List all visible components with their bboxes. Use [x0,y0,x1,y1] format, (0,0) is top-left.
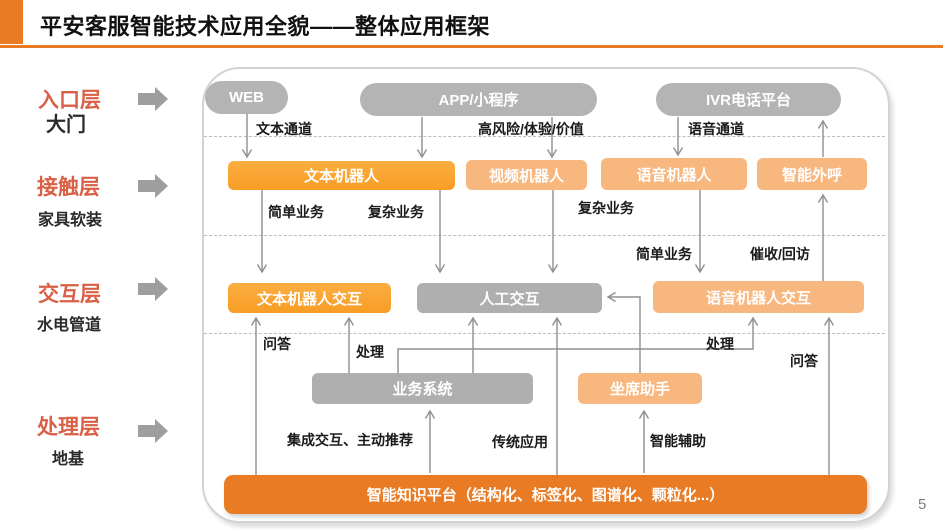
layer-subtitle-processing: 地基 [52,451,85,468]
node-voice-bot-interaction: 语音机器人交互 [653,281,864,313]
edge-label-simple-business: 简单业务 [636,246,692,262]
edge-label-handle: 处理 [706,336,734,352]
edge-label-high-risk: 高风险/体验/价值 [478,121,584,137]
node-voice-bot: 语音机器人 [601,158,747,190]
page-title: 平安客服智能技术应用全貌——整体应用框架 [40,14,491,39]
node-video-bot: 视频机器人 [466,160,587,190]
node-business-system: 业务系统 [312,373,533,404]
edge-label-simple-business: 简单业务 [268,204,324,220]
layer-divider [204,235,885,236]
layer-arrow-icon [138,277,168,301]
node-agent-assistant: 坐席助手 [578,373,702,404]
edge-label-qa: 问答 [790,353,818,369]
node-web: WEB [205,81,288,114]
title-underline [0,45,943,48]
layer-title-processing: 处理层 [37,416,100,439]
edge-label-complex-business: 复杂业务 [578,200,634,216]
edge-label-complex-business: 复杂业务 [368,204,424,220]
edge-label-qa: 问答 [263,336,291,352]
layer-subtitle-interaction: 水电管道 [37,317,102,334]
layer-title-contact: 接触层 [37,176,100,199]
layer-subtitle-entry: 大门 [46,114,86,136]
layer-divider [204,136,885,137]
layer-title-interaction: 交互层 [38,283,101,306]
edge-label-handle: 处理 [356,344,384,360]
node-ivr-platform: IVR电话平台 [656,83,841,116]
node-manual-interaction: 人工交互 [417,283,602,313]
node-app-miniprogram: APP/小程序 [360,83,597,116]
edge-label-collection-callback: 催收/回访 [750,246,810,262]
edge-label-text-channel: 文本通道 [256,121,312,137]
edge-label-voice-channel: 语音通道 [688,121,744,137]
node-text-bot: 文本机器人 [228,161,455,190]
layer-divider [204,333,885,334]
layer-title-entry: 入口层 [38,89,101,112]
layer-arrow-icon [138,419,168,443]
node-outbound-call: 智能外呼 [757,158,867,190]
node-knowledge-platform: 智能知识平台（结构化、标签化、图谱化、颗粒化...） [224,475,867,514]
layer-subtitle-contact: 家具软装 [38,212,103,229]
layer-arrow-icon [138,87,168,111]
title-accent-block [0,0,23,44]
edge-label-integrated-interaction: 集成交互、主动推荐 [287,432,413,448]
edge-label-intelligent-assist: 智能辅助 [650,433,706,449]
edge-label-traditional-application: 传统应用 [492,434,548,450]
layer-arrow-icon [138,174,168,198]
node-text-bot-interaction: 文本机器人交互 [228,283,391,313]
page-number: 5 [918,496,927,513]
